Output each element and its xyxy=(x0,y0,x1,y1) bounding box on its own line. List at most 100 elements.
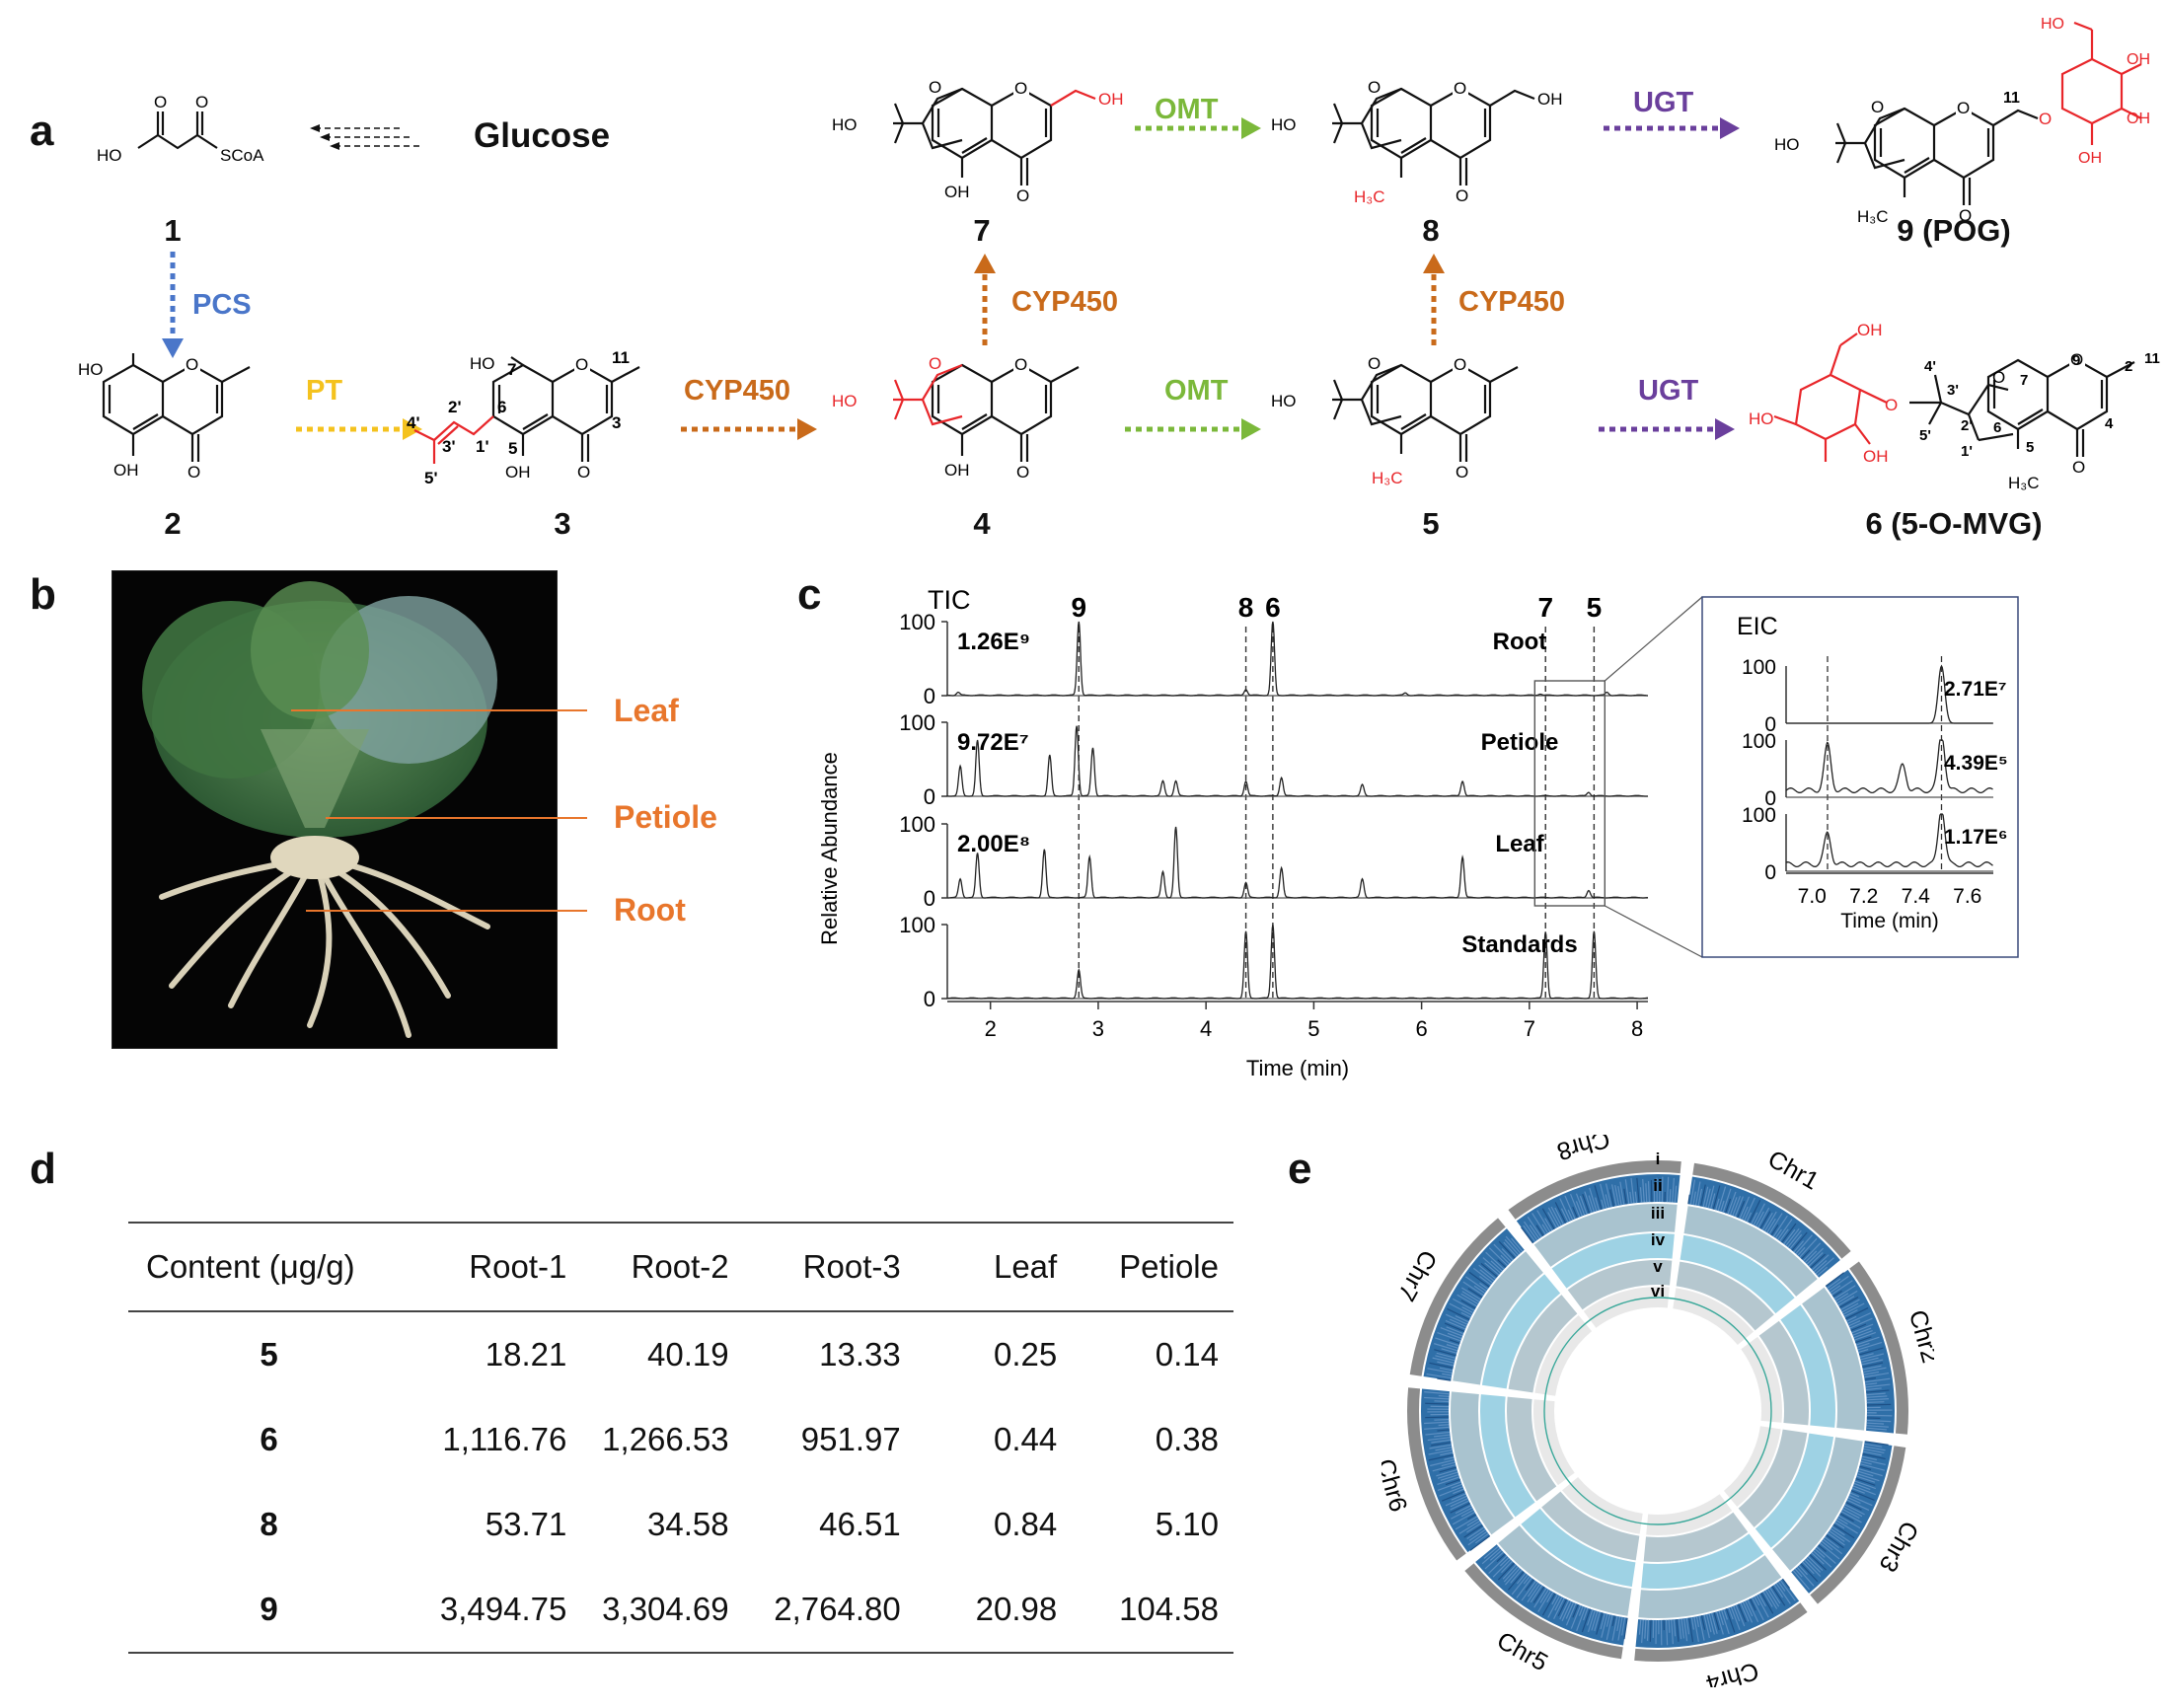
svg-text:O: O xyxy=(1871,98,1884,116)
c6-atom-11: 11 xyxy=(2144,350,2160,367)
gene-density-bar xyxy=(1444,1456,1455,1460)
gene-density-bar xyxy=(1866,1392,1886,1396)
track-4-chr6 xyxy=(1480,1394,1535,1518)
compound-9-structure: HO O H₃C 11 O HO OH OH OH xyxy=(1774,16,2150,227)
gene-density-bar xyxy=(1689,1179,1696,1205)
gene-density-bar xyxy=(1801,1249,1811,1260)
gene-density-bar xyxy=(1439,1367,1454,1372)
gene-density-bar xyxy=(1600,1612,1606,1630)
gene-density-bar xyxy=(1427,1368,1453,1374)
gene-density-bar xyxy=(1745,1600,1754,1617)
compound-3-ho: HO xyxy=(470,354,495,373)
gene-density-bar xyxy=(1855,1478,1876,1486)
gene-density-bar xyxy=(1853,1482,1871,1491)
gene-density-bar xyxy=(1739,1196,1751,1220)
gene-density-bar xyxy=(1541,1593,1556,1616)
trace-leaf xyxy=(947,826,1649,899)
gene-density-bar xyxy=(1488,1247,1509,1266)
compound-5-label: 5 xyxy=(1422,506,1440,541)
gene-density-bar xyxy=(1851,1323,1874,1334)
gene-density-bar xyxy=(1857,1473,1880,1482)
gene-density-bar xyxy=(1447,1332,1462,1340)
gene-density-bar xyxy=(1455,1505,1472,1515)
gene-density-bar xyxy=(1441,1461,1456,1467)
chromosome-label-chr6: Chr6 xyxy=(1382,1456,1412,1516)
compound-6-sugar-oh-top: OH xyxy=(1857,321,1883,339)
gene-density-bar xyxy=(1862,1365,1882,1371)
gene-density-bar xyxy=(1530,1585,1543,1603)
gene-density-bar xyxy=(1428,1453,1454,1461)
gene-density-bar xyxy=(1609,1189,1615,1207)
atom-5p-label: 5' xyxy=(424,469,438,487)
track-6-chr1 xyxy=(1673,1288,1755,1346)
gene-density-bar xyxy=(1600,1183,1607,1209)
gene-density-bar xyxy=(1553,1597,1565,1620)
gene-density-bar xyxy=(1434,1400,1450,1403)
track-1-chr8 xyxy=(1508,1160,1681,1220)
value-cell: 1,266.53 xyxy=(602,1421,729,1457)
gene-density-bar xyxy=(1582,1193,1591,1214)
compound-3-structure: HO OH 7 11 3 4' 2' 6 1' 3' 5 5' xyxy=(407,348,640,487)
gene-density-bar xyxy=(1565,1601,1575,1619)
gene-density-bar xyxy=(1855,1336,1872,1344)
gene-density-bar xyxy=(1617,1616,1623,1641)
gene-density-bar xyxy=(1700,1184,1706,1207)
gene-density-bar xyxy=(1468,1271,1490,1288)
gene-density-bar xyxy=(1865,1387,1882,1391)
value-cell: 53.71 xyxy=(485,1506,567,1542)
gene-density-bar xyxy=(1432,1357,1455,1364)
col-header-petiole: Petiole xyxy=(1057,1222,1233,1312)
gene-density-bar xyxy=(1507,1571,1525,1591)
gene-density-bar xyxy=(1694,1181,1701,1206)
track-4-chr1 xyxy=(1680,1234,1795,1314)
gene-density-bar xyxy=(1564,1195,1576,1220)
content-table: Content (μg/g) Root-1 Root-2 Root-3 Leaf… xyxy=(128,1222,1233,1654)
panel-b-letter: b xyxy=(30,570,56,619)
gene-density-bar xyxy=(1428,1448,1453,1455)
gene-density-bar xyxy=(1854,1480,1877,1490)
gene-density-bar xyxy=(1855,1336,1880,1346)
gene-density-bar xyxy=(1485,1251,1505,1270)
value-cell: 18.21 xyxy=(485,1336,567,1373)
track-label-vi: vi xyxy=(1651,1282,1665,1300)
c6-atom-2: 2 xyxy=(2125,358,2132,375)
gene-density-bar xyxy=(1440,1451,1454,1456)
gene-density-bar xyxy=(1755,1211,1764,1227)
gene-density-bar xyxy=(1752,1597,1764,1621)
gene-density-bar xyxy=(1806,1247,1825,1265)
gene-density-bar xyxy=(1849,1317,1873,1329)
peak-label-5: 5 xyxy=(1587,592,1603,623)
gene-density-bar xyxy=(1449,1339,1460,1344)
tic-ylabel: Relative Abundance xyxy=(817,752,842,945)
gene-density-bar xyxy=(1856,1342,1870,1349)
gene-density-bar xyxy=(1857,1341,1883,1351)
gene-density-bar xyxy=(1497,1259,1507,1268)
gene-density-bar xyxy=(1668,1619,1671,1633)
gene-density-bar xyxy=(1794,1568,1803,1578)
compound-7-oh-red: OH xyxy=(1098,90,1124,109)
gene-density-bar xyxy=(1425,1416,1450,1419)
gene-density-bar xyxy=(1437,1429,1450,1432)
gene-density-bar xyxy=(1450,1502,1470,1514)
c6-atom-4p: 4' xyxy=(1924,358,1936,375)
value-cell: 46.51 xyxy=(819,1506,901,1542)
gene-density-bar xyxy=(1791,1231,1808,1251)
gene-density-bar xyxy=(1447,1307,1470,1321)
gene-density-bar xyxy=(1863,1367,1887,1374)
ytick-label: 0 xyxy=(924,784,935,809)
gene-density-bar xyxy=(1833,1285,1856,1300)
gene-density-bar xyxy=(1862,1362,1884,1369)
gene-density-bar xyxy=(1848,1494,1873,1507)
track-6-chr5 xyxy=(1561,1476,1643,1534)
gene-density-bar xyxy=(1806,1557,1822,1573)
panel-c-letter: c xyxy=(797,570,822,619)
ytick-label: 0 xyxy=(924,987,935,1011)
gene-density-bar xyxy=(1864,1372,1890,1378)
gene-density-bar xyxy=(1616,1616,1621,1632)
gene-density-bar xyxy=(1547,1212,1557,1228)
gene-density-bar xyxy=(1529,1225,1540,1239)
trace-petiole xyxy=(946,725,1649,797)
atom-6-label: 6 xyxy=(497,398,506,416)
omt-arrow-4-5 xyxy=(1125,418,1261,440)
gene-density-bar xyxy=(1449,1302,1472,1316)
